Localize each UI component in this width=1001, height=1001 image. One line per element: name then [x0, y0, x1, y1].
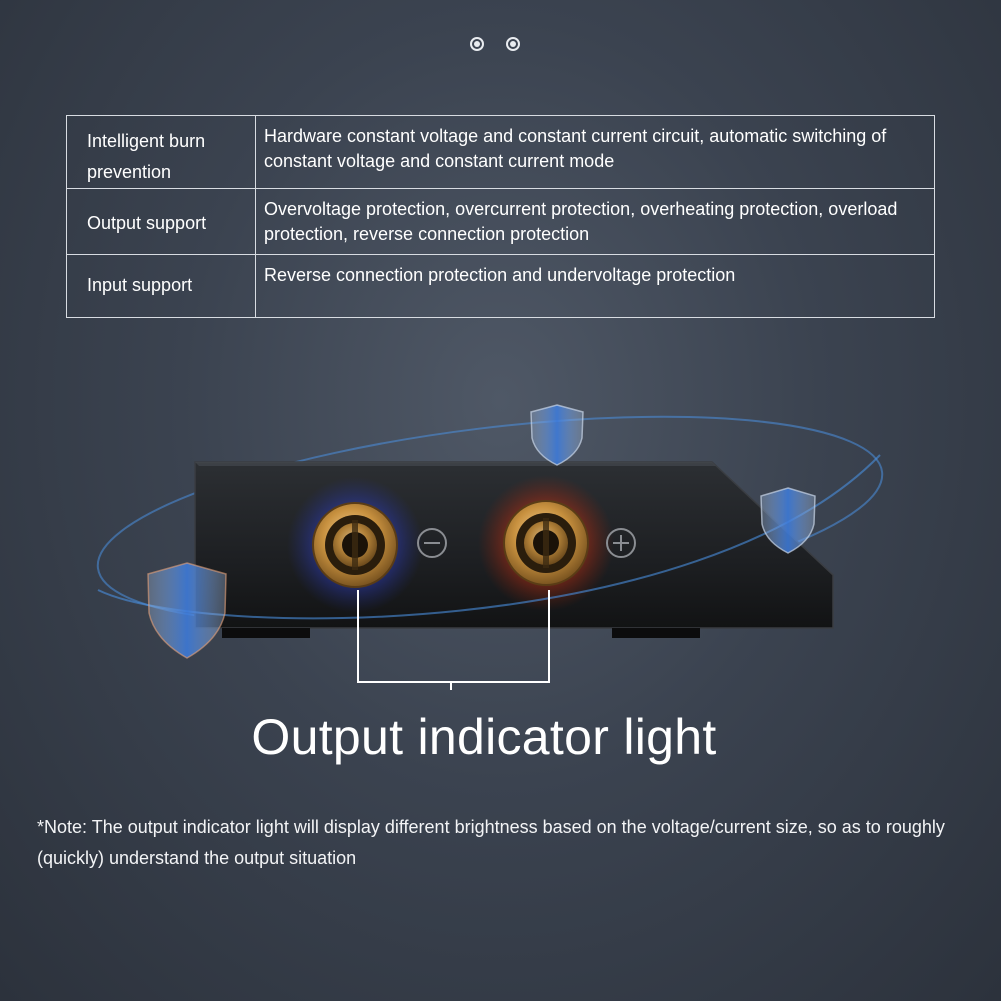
positive-terminal — [478, 475, 614, 611]
shield-icon — [147, 562, 227, 659]
pager-dot-2[interactable] — [506, 37, 520, 51]
plus-icon — [606, 528, 636, 558]
shield-icon — [530, 404, 584, 466]
table-row: Intelligent burn prevention Hardware con… — [66, 115, 935, 189]
row-value: Reverse connection protection and underv… — [255, 254, 935, 318]
device-illustration — [96, 404, 884, 690]
table-row: Output support Overvoltage protection, o… — [66, 188, 935, 255]
minus-icon — [417, 528, 447, 558]
spec-table: Intelligent burn prevention Hardware con… — [66, 115, 935, 318]
footnote: *Note: The output indicator light will d… — [37, 817, 945, 868]
row-label: Output support — [66, 188, 256, 255]
image-pager[interactable] — [470, 37, 520, 51]
row-value: Hardware constant voltage and constant c… — [255, 115, 935, 189]
shield-icon — [760, 487, 816, 554]
table-row: Input support Reverse connection protect… — [66, 254, 935, 318]
row-label: Input support — [66, 254, 256, 318]
row-value: Overvoltage protection, overcurrent prot… — [255, 188, 935, 255]
headline: Output indicator light — [251, 709, 717, 765]
negative-terminal — [287, 477, 423, 613]
row-label: Intelligent burn prevention — [66, 115, 256, 189]
callout-connector — [357, 590, 550, 690]
pager-dot-1[interactable] — [470, 37, 484, 51]
